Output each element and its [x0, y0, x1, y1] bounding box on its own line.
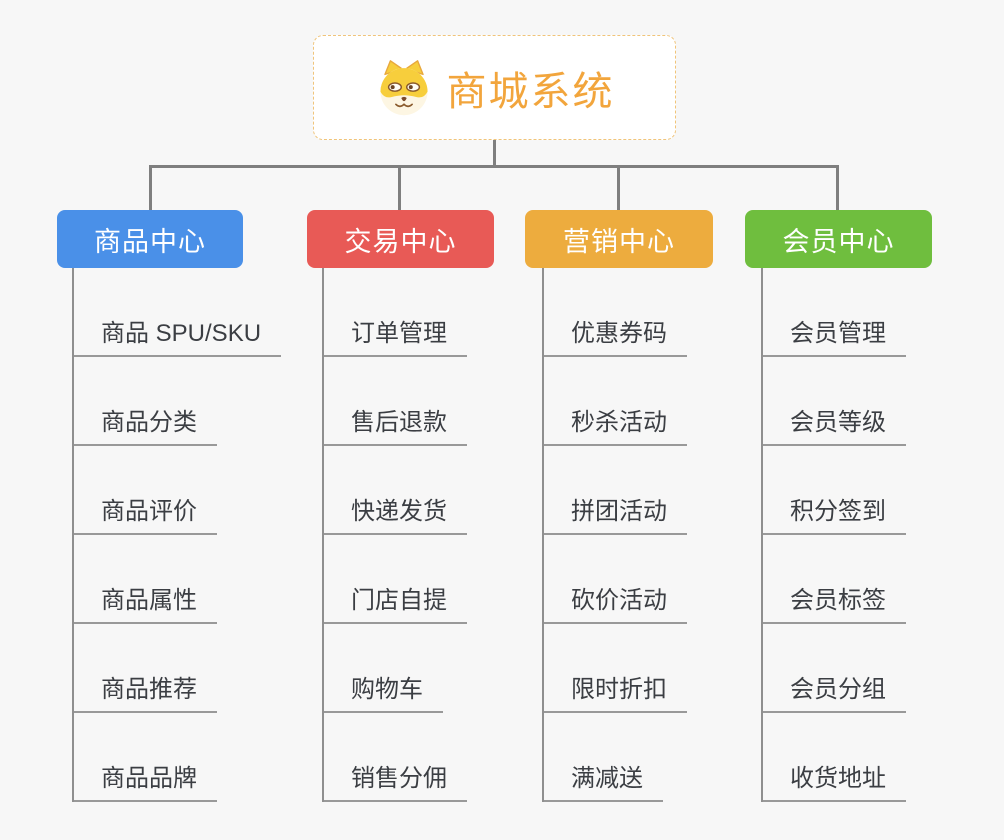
leaf-node[interactable]: 订单管理: [324, 313, 467, 357]
root-node-label: 商城系统: [446, 69, 615, 114]
leaf-node[interactable]: 售后退款: [324, 402, 467, 446]
leaf-row: 限时折扣: [544, 624, 687, 713]
leaf-row: 商品分类: [74, 357, 281, 446]
branch-node-label: 商品中心: [94, 226, 206, 257]
shiba-dog-icon: [379, 59, 428, 115]
leaf-node[interactable]: 销售分佣: [324, 758, 467, 802]
branch-node-product-center[interactable]: 商品中心: [57, 210, 243, 268]
leaf-node[interactable]: 会员等级: [763, 402, 906, 446]
leaf-node[interactable]: 商品 SPU/SKU: [74, 313, 282, 357]
branch-node-label: 会员中心: [782, 226, 895, 257]
leaf-row: 秒杀活动: [544, 357, 687, 446]
leaf-row: 商品品牌: [74, 713, 281, 802]
leaf-node[interactable]: 会员分组: [763, 669, 906, 713]
leaf-row: 销售分佣: [324, 713, 467, 802]
connector-drop-1: [149, 165, 152, 211]
leaf-node[interactable]: 商品品牌: [74, 758, 217, 802]
leaf-row: 会员管理: [763, 268, 906, 357]
leaf-row: 会员分组: [763, 624, 906, 713]
leaf-row: 商品推荐: [74, 624, 281, 713]
connector-drop-2: [398, 165, 401, 211]
leaf-node[interactable]: 限时折扣: [544, 669, 687, 713]
leaf-node[interactable]: 积分签到: [763, 491, 906, 535]
branch-column-member-center: 会员管理 会员等级 积分签到 会员标签 会员分组 收货地址: [761, 268, 906, 802]
leaf-row: 商品 SPU/SKU: [74, 268, 282, 357]
leaf-node[interactable]: 商品分类: [74, 402, 217, 446]
leaf-node[interactable]: 满减送: [544, 758, 663, 802]
leaf-row: 拼团活动: [544, 446, 687, 535]
branch-node-marketing-center[interactable]: 营销中心: [525, 210, 713, 268]
branch-column-product-center: 商品 SPU/SKU 商品分类 商品评价 商品属性 商品推荐 商品品牌: [72, 268, 282, 802]
branch-column-marketing-center: 优惠券码 秒杀活动 拼团活动 砍价活动 限时折扣 满减送: [542, 268, 687, 802]
branch-node-label: 营销中心: [563, 226, 675, 257]
leaf-node[interactable]: 会员标签: [763, 580, 906, 624]
leaf-node[interactable]: 购物车: [324, 669, 443, 713]
branch-column-trade-center: 订单管理 售后退款 快递发货 门店自提 购物车 销售分佣: [322, 268, 467, 802]
leaf-node[interactable]: 商品推荐: [74, 669, 217, 713]
leaf-node[interactable]: 商品评价: [74, 491, 217, 535]
leaf-row: 积分签到: [763, 446, 906, 535]
leaf-row: 满减送: [544, 713, 687, 802]
leaf-node[interactable]: 收货地址: [763, 758, 906, 802]
leaf-row: 商品评价: [74, 446, 281, 535]
connector-drop-3: [617, 165, 620, 211]
leaf-row: 会员标签: [763, 535, 906, 624]
connector-root-stub: [493, 140, 496, 167]
leaf-row: 订单管理: [324, 268, 467, 357]
connector-drop-4: [836, 165, 839, 211]
leaf-row: 砍价活动: [544, 535, 687, 624]
leaf-node[interactable]: 门店自提: [324, 580, 467, 624]
leaf-node[interactable]: 秒杀活动: [544, 402, 687, 446]
leaf-row: 优惠券码: [544, 268, 687, 357]
leaf-node[interactable]: 拼团活动: [544, 491, 687, 535]
leaf-node[interactable]: 快递发货: [324, 491, 467, 535]
leaf-row: 售后退款: [324, 357, 467, 446]
branch-node-trade-center[interactable]: 交易中心: [307, 210, 494, 268]
leaf-row: 会员等级: [763, 357, 906, 446]
leaf-node[interactable]: 砍价活动: [544, 580, 687, 624]
root-node[interactable]: 商城系统: [313, 35, 676, 140]
branch-node-label: 交易中心: [344, 226, 457, 257]
branch-node-member-center[interactable]: 会员中心: [745, 210, 932, 268]
leaf-node[interactable]: 会员管理: [763, 313, 906, 357]
leaf-row: 快递发货: [324, 446, 467, 535]
leaf-row: 商品属性: [74, 535, 281, 624]
leaf-node[interactable]: 优惠券码: [544, 313, 687, 357]
connector-bus: [149, 165, 839, 168]
leaf-row: 购物车: [324, 624, 467, 713]
leaf-row: 收货地址: [763, 713, 906, 802]
leaf-node[interactable]: 商品属性: [74, 580, 217, 624]
leaf-row: 门店自提: [324, 535, 467, 624]
